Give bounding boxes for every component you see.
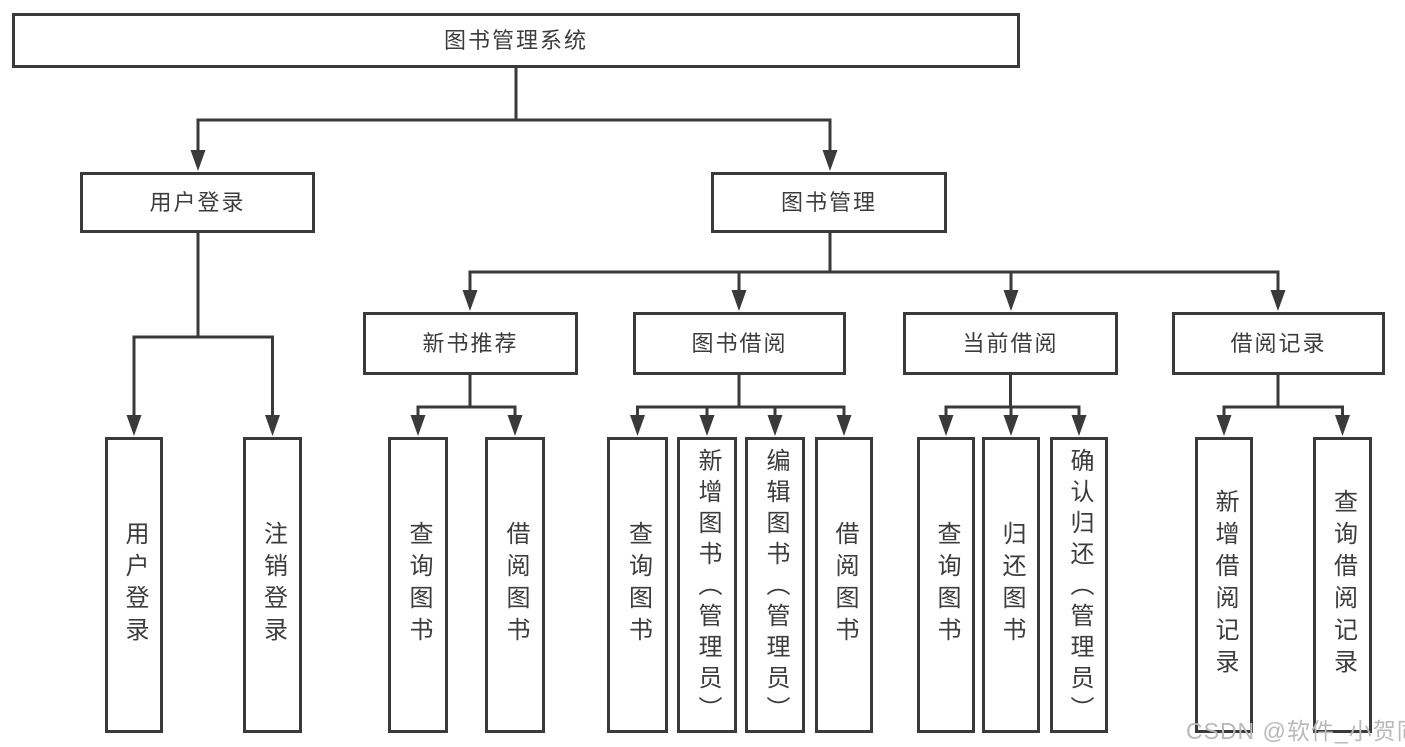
node-book-management: 图书管理 (711, 172, 947, 233)
leaf-query-books-borrow: 查询图书 (607, 437, 668, 733)
leaf-add-books-admin: 新增图书（管理员） (677, 437, 737, 733)
leaf-add-borrow-record: 新增借阅记录 (1195, 437, 1253, 733)
node-user-login: 用户登录 (80, 172, 315, 233)
node-borrowing-records: 借阅记录 (1172, 312, 1385, 375)
arrowheads (126, 150, 1350, 436)
node-new-book-recommendation: 新书推荐 (363, 312, 578, 375)
leaf-return-books: 归还图书 (982, 437, 1040, 733)
leaf-user-login: 用户登录 (105, 437, 163, 733)
node-current-borrowing: 当前借阅 (903, 312, 1118, 375)
leaf-query-books-recommend: 查询图书 (388, 437, 448, 733)
leaf-logout: 注销登录 (243, 437, 302, 733)
node-book-borrowing: 图书借阅 (633, 312, 846, 375)
leaf-borrow-books: 借阅图书 (815, 437, 873, 733)
leaf-query-books-current: 查询图书 (917, 437, 975, 733)
node-library-system: 图书管理系统 (12, 13, 1020, 68)
leaf-edit-books-admin: 编辑图书（管理员） (745, 437, 805, 733)
leaf-borrow-books-recommend: 借阅图书 (485, 437, 545, 733)
leaf-confirm-return-admin: 确认归还（管理员） (1050, 437, 1108, 733)
leaf-query-borrow-record: 查询借阅记录 (1313, 437, 1372, 733)
